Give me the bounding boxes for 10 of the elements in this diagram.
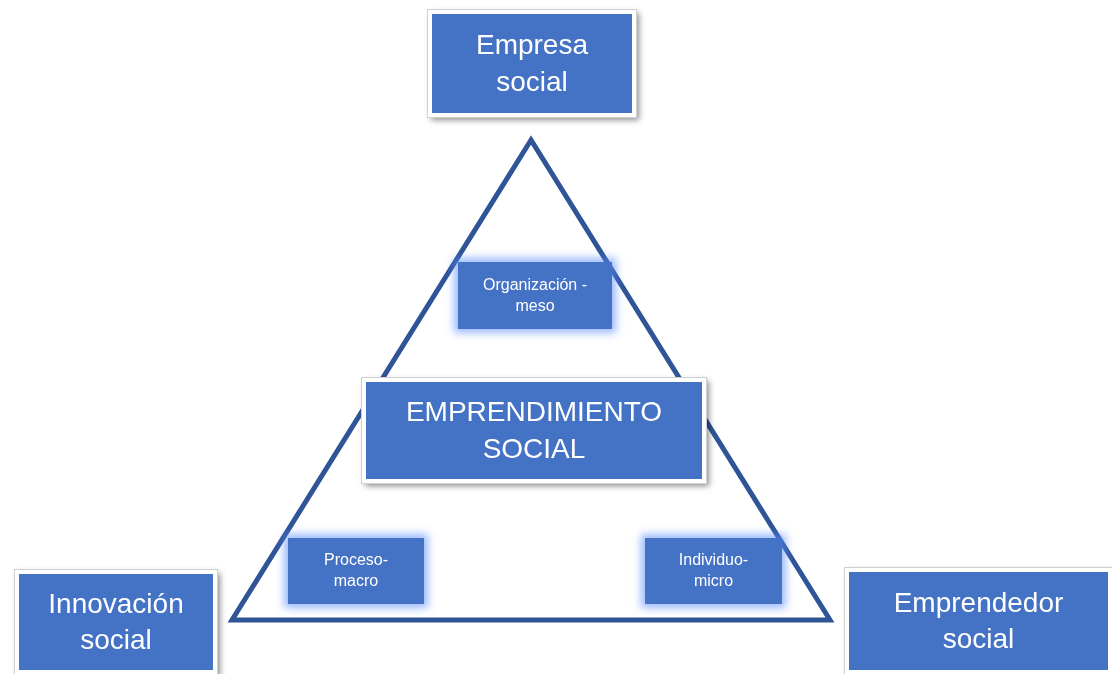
level-box (458, 262, 612, 329)
level-box (288, 538, 424, 604)
node-label: Innovación social (47, 586, 185, 657)
node-label: Organización - meso (481, 274, 588, 316)
node-label: Individuo-micro (677, 550, 750, 591)
node-label: EMPRENDIMIENTO SOCIAL (404, 395, 664, 466)
node-label: Emprendedor social (892, 585, 1065, 656)
node-label: Empresa social (474, 28, 589, 99)
node-label: Proceso-macro (323, 550, 389, 591)
level-box (645, 538, 782, 604)
